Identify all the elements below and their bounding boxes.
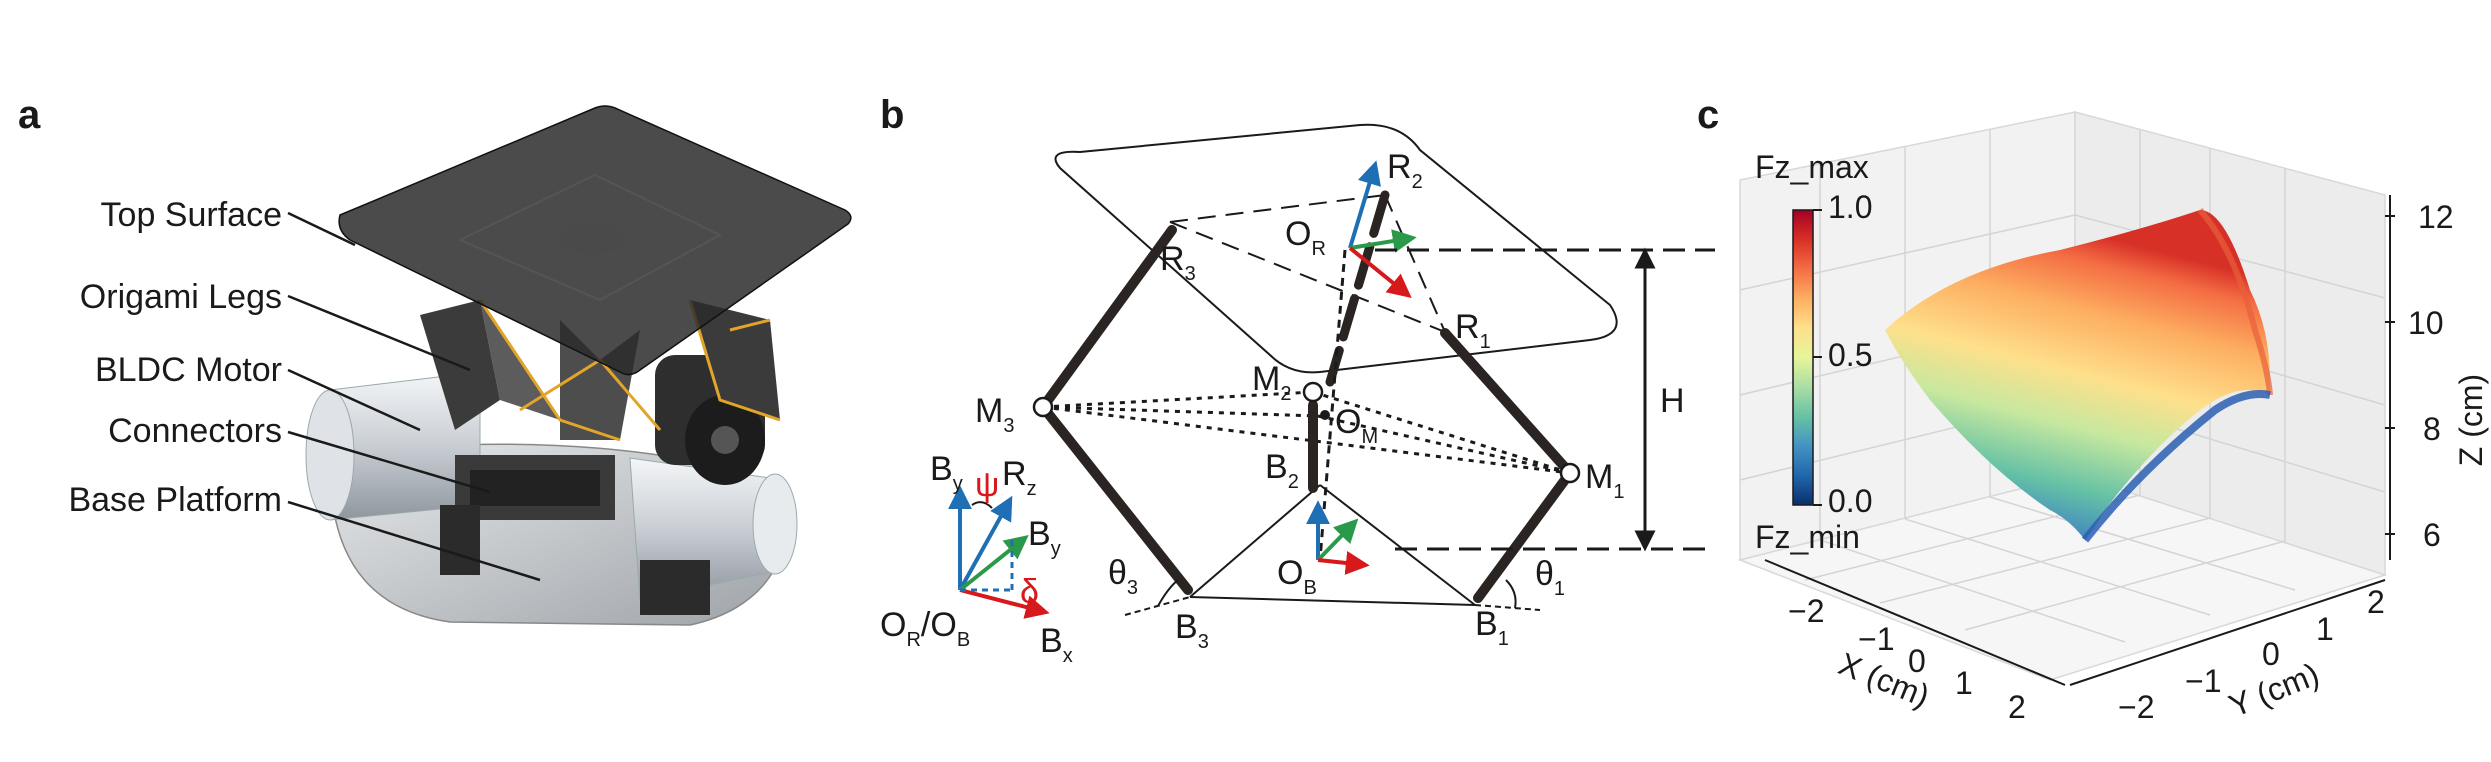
floor-pane — [1737, 474, 2388, 681]
axis-by-rot — [958, 535, 1029, 592]
label-origami-legs: Origami Legs — [80, 278, 282, 316]
colorbar: Fz_max Fz_min 1.0 0.5 0.0 — [1755, 149, 1872, 555]
panel-letter-b: b — [880, 93, 904, 137]
label-m2: M2 — [1252, 360, 1291, 405]
leg-r1-m1 — [1440, 328, 1575, 478]
height-dimension — [1375, 247, 1715, 552]
colorbar-tick-1: 1.0 — [1828, 189, 1872, 225]
label-frame-rz: Rz — [1002, 455, 1037, 500]
label-b2: B2 — [1265, 448, 1299, 493]
bldc-motor-left — [305, 371, 481, 521]
label-connectors: Connectors — [108, 412, 282, 450]
label-psi: ψ — [975, 466, 999, 504]
panel-a-labels: Top Surface Origami Legs BLDC Motor Conn… — [68, 196, 282, 519]
height-label: H — [1660, 382, 1685, 420]
joints — [1032, 381, 1581, 484]
label-ob: OB — [1277, 554, 1317, 599]
z-tick-6: 6 — [2423, 517, 2441, 553]
label-top-surface: Top Surface — [101, 196, 282, 234]
label-theta1: θ1 — [1535, 555, 1565, 600]
z-axis: 12 10 8 6 Z (cm) — [2385, 195, 2489, 560]
middle-triangle — [1042, 390, 1571, 475]
label-frame-origin: OR/OB — [880, 606, 970, 651]
label-frame-by: By — [930, 450, 963, 495]
label-b1: B1 — [1475, 605, 1509, 650]
label-delta: δ — [1020, 573, 1039, 611]
angle-marks — [1124, 579, 1541, 616]
label-om: OM — [1335, 403, 1378, 448]
label-frame-bx: Bx — [1040, 622, 1073, 667]
x-tick-1: 1 — [1955, 665, 1973, 701]
colorbar-rect — [1792, 209, 1814, 506]
bottom-triangle — [1189, 484, 1476, 606]
label-bldc-motor: BLDC Motor — [95, 351, 282, 389]
x-tick-2: 2 — [2008, 689, 2026, 725]
label-base-platform: Base Platform — [68, 481, 282, 519]
top-triangle — [1169, 194, 1446, 333]
panel-c: c — [1697, 93, 2489, 725]
axis-bx — [959, 588, 1050, 619]
force-surface — [1885, 208, 2273, 543]
y-tick-m1: −1 — [2185, 663, 2221, 699]
robot-render — [305, 105, 852, 626]
top-surface-center — [561, 222, 625, 254]
label-theta3: θ3 — [1108, 554, 1138, 599]
colorbar-title-bottom: Fz_min — [1755, 519, 1860, 555]
z-axis-label: Z (cm) — [2453, 374, 2489, 466]
leg-r3-m3 — [1038, 225, 1177, 412]
panel-letter-c: c — [1697, 93, 1719, 137]
y-tick-1: 1 — [2316, 611, 2334, 647]
coordinate-inset: By ψ Rz By δ Bx OR/OB — [880, 450, 1073, 667]
label-frame-by2: By — [1028, 515, 1061, 560]
colorbar-tick-05: 0.5 — [1828, 337, 1872, 373]
x-tick-m2: −2 — [1788, 593, 1824, 629]
axis-rz — [958, 495, 1013, 591]
x-tick-0: 0 — [1908, 643, 1926, 679]
label-r3: R3 — [1160, 240, 1196, 285]
label-r2: R2 — [1387, 148, 1423, 193]
y-tick-m2: −2 — [2118, 689, 2154, 725]
leg-r2-m2 — [1325, 190, 1390, 387]
label-b3: B3 — [1175, 608, 1209, 653]
leg-m1-b1 — [1473, 468, 1575, 603]
frame-top — [1348, 160, 1417, 299]
point-labels: R3 R2 R1 OR M3 M2 M1 OM B2 OB B3 B1 θ3 θ… — [975, 148, 1624, 653]
panel-b: b — [880, 93, 1715, 667]
connectors-shape — [440, 455, 710, 615]
label-or: OR — [1285, 215, 1326, 260]
label-r1: R1 — [1455, 308, 1491, 353]
y-tick-2: 2 — [2367, 584, 2385, 620]
panel-letter-a: a — [18, 93, 41, 137]
z-tick-8: 8 — [2423, 411, 2441, 447]
legs — [1038, 190, 1575, 603]
z-tick-10: 10 — [2408, 305, 2444, 341]
label-leaders — [287, 211, 541, 582]
z-tick-12: 12 — [2418, 199, 2454, 235]
top-plate-outline — [1054, 123, 1618, 374]
panel-a: a — [18, 93, 852, 626]
x-tick-m1: −1 — [1858, 621, 1894, 657]
label-m1: M1 — [1585, 458, 1624, 503]
frame-bottom — [1306, 500, 1370, 575]
y-tick-0: 0 — [2262, 636, 2280, 672]
label-m3: M3 — [975, 392, 1014, 437]
colorbar-title-top: Fz_max — [1755, 149, 1869, 185]
om-dot — [1320, 410, 1330, 420]
colorbar-tick-0: 0.0 — [1828, 483, 1872, 519]
leg-m3-b3 — [1038, 402, 1193, 595]
